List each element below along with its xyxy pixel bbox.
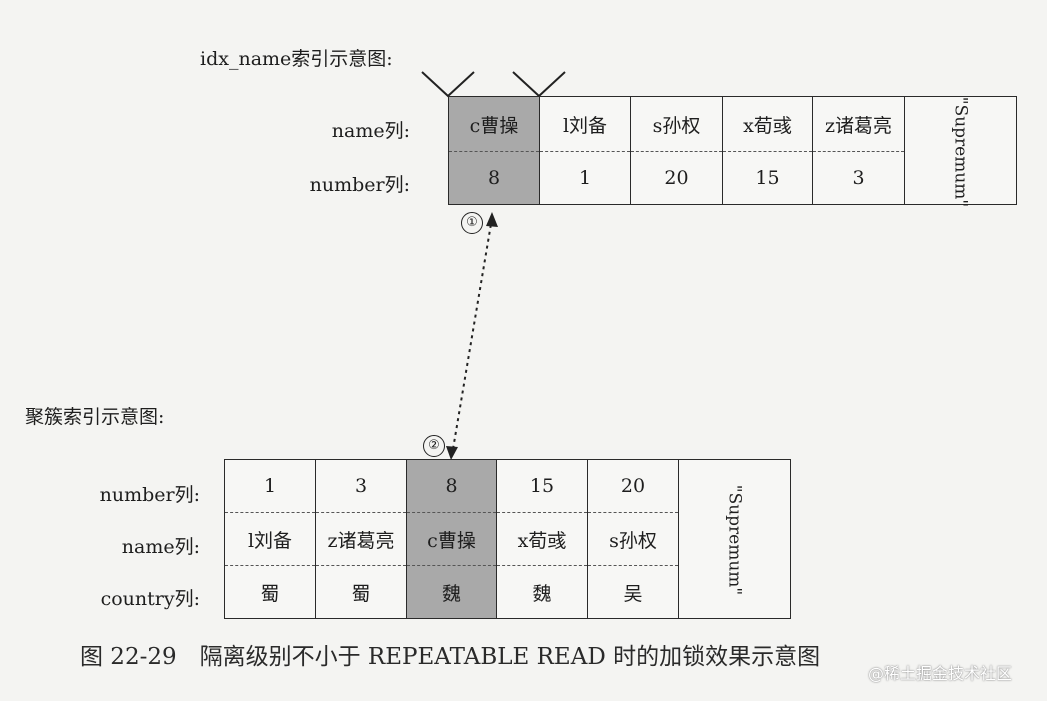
link-dotted-line — [451, 217, 493, 456]
watermark: @稀土掘金技术社区 — [868, 664, 1013, 683]
pointer-fork-right — [512, 71, 566, 98]
clustered-cell-number: 1 — [224, 459, 316, 513]
pointer-fork-left — [421, 71, 475, 98]
marker-two: ② — [423, 435, 445, 457]
link-arrow-bottom — [446, 446, 458, 460]
clustered-cell-country: 蜀 — [315, 565, 407, 619]
clustered-row-label-name: name列: — [121, 536, 200, 558]
secondary-index-table: c曹操 l刘备 s孙权 x荀彧 z诸葛亮 "Supremum" 8 1 20 1… — [448, 96, 1017, 207]
secondary-cell-name: x荀彧 — [722, 96, 813, 152]
secondary-cell-name: z诸葛亮 — [812, 96, 905, 152]
clustered-cell-country: 魏 — [496, 565, 588, 619]
secondary-supremum-cell: "Supremum" — [904, 96, 1017, 207]
clustered-cell-name: c曹操 — [406, 512, 497, 566]
clustered-cell-number: 15 — [496, 459, 588, 513]
clustered-cell-name: s孙权 — [587, 512, 679, 566]
secondary-cell-number: 1 — [539, 151, 631, 205]
secondary-cell-name: c曹操 — [448, 96, 540, 152]
clustered-index-table: 1 3 8 15 20 "Supremum" l刘备 z诸葛亮 c曹操 x荀彧 … — [224, 459, 791, 619]
clustered-cell-country: 魏 — [406, 565, 497, 619]
secondary-cell-number: 15 — [722, 151, 813, 205]
secondary-cell-name: l刘备 — [539, 96, 631, 152]
figure-caption: 图 22-29 隔离级别不小于 REPEATABLE READ 时的加锁效果示意… — [80, 644, 821, 670]
clustered-cell-number: 8 — [406, 459, 497, 513]
secondary-row-label-name: name列: — [331, 120, 410, 142]
secondary-index-title: idx_name索引示意图: — [200, 48, 393, 70]
secondary-cell-number: 3 — [812, 151, 905, 205]
clustered-row-label-country: country列: — [100, 588, 200, 610]
clustered-index-title: 聚簇索引示意图: — [25, 406, 165, 428]
clustered-row-label-number: number列: — [99, 484, 200, 506]
clustered-cell-number: 20 — [587, 459, 679, 513]
clustered-supremum-cell: "Supremum" — [678, 459, 791, 619]
clustered-cell-name: x荀彧 — [496, 512, 588, 566]
secondary-row-label-number: number列: — [309, 174, 410, 196]
clustered-cell-name: z诸葛亮 — [315, 512, 407, 566]
secondary-cell-number: 20 — [630, 151, 723, 205]
clustered-cell-name: l刘备 — [224, 512, 316, 566]
marker-one: ① — [461, 212, 483, 234]
secondary-cell-number: 8 — [448, 151, 540, 205]
clustered-cell-number: 3 — [315, 459, 407, 513]
clustered-supremum-label: "Supremum" — [724, 484, 745, 596]
clustered-cell-country: 蜀 — [224, 565, 316, 619]
secondary-supremum-label: "Supremum" — [950, 96, 971, 207]
secondary-cell-name: s孙权 — [630, 96, 723, 152]
link-arrow-top — [486, 212, 498, 227]
clustered-cell-country: 吴 — [587, 565, 679, 619]
